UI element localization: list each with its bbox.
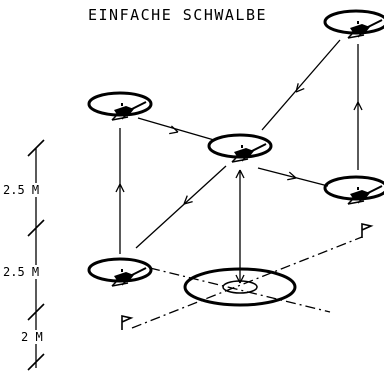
- dimension-label-upper: 2.5 M: [2, 183, 41, 197]
- path-top-to-center: [261, 39, 341, 131]
- helicopter-icon: [323, 175, 384, 206]
- path-center-to-bottom: [135, 165, 227, 249]
- helicopter-icon: [207, 133, 273, 164]
- flag-icon: [121, 315, 134, 330]
- dimension-label-middle: 2.5 M: [2, 265, 41, 279]
- helicopter-icon: [87, 91, 153, 122]
- flag-icon: [361, 223, 374, 238]
- landing-pad-icon: [183, 267, 297, 307]
- path-center-to-right: [257, 167, 329, 187]
- helicopter-icon: [87, 257, 153, 288]
- dimension-label-lower: 2 M: [20, 330, 44, 344]
- ground-line-pad-axis: [149, 267, 331, 313]
- path-left-to-center: [137, 117, 215, 141]
- diagram-title: EINFACHE SCHWALBE: [88, 6, 268, 24]
- ground-line-left-flag: [131, 236, 363, 329]
